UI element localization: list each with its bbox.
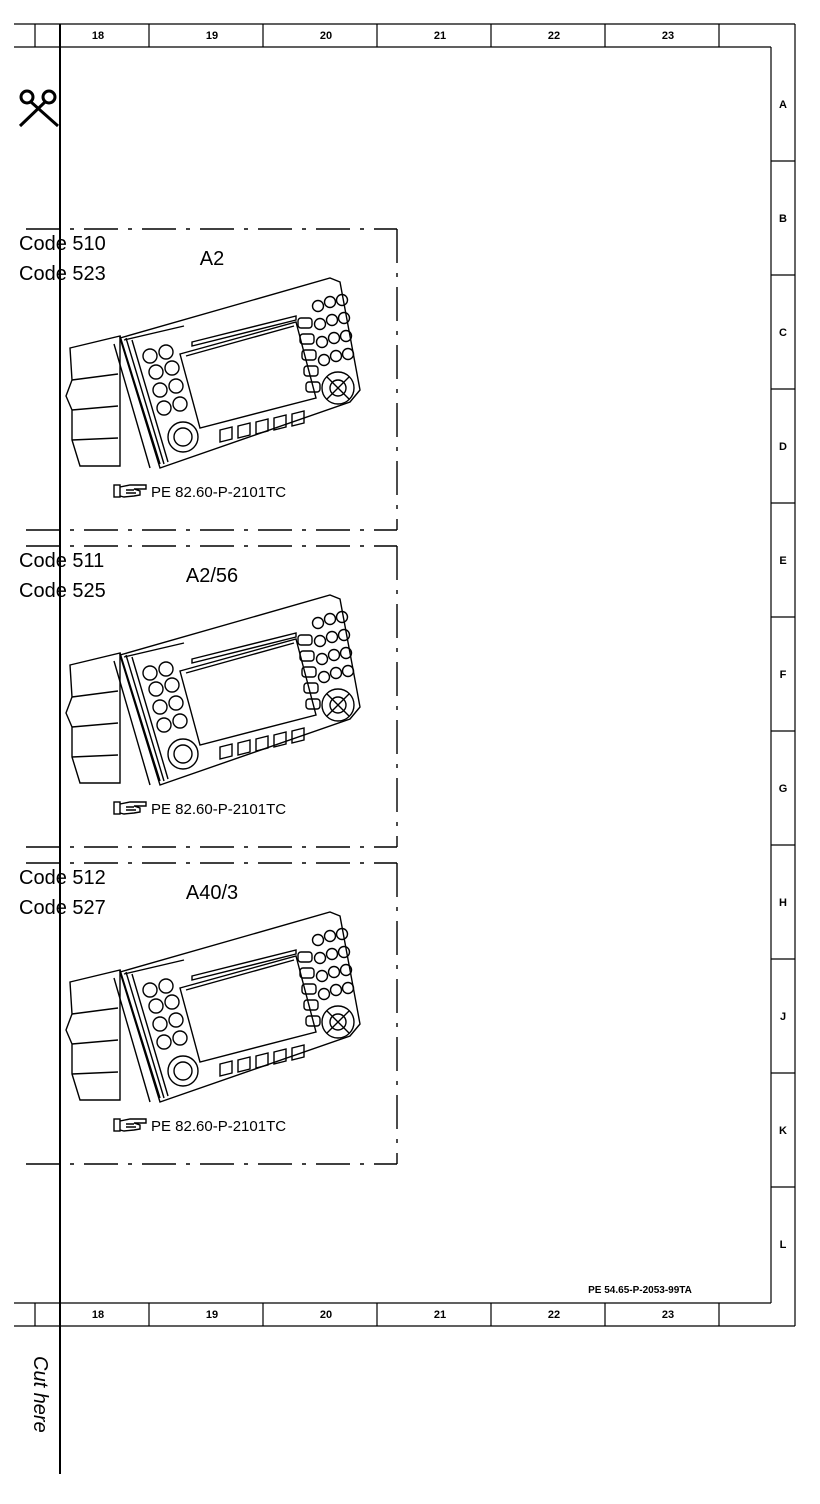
row-label: E (779, 555, 786, 567)
column-label-top: 18 (92, 30, 104, 42)
column-label-top: 19 (206, 30, 218, 42)
column-label-top: 22 (548, 30, 560, 42)
code-label: Code 523 (19, 263, 106, 285)
row-label: D (779, 441, 787, 453)
component-label: A2/56 (186, 565, 238, 587)
column-label-bottom: 18 (92, 1309, 104, 1321)
sheet-frame (14, 23, 796, 1327)
reference-link[interactable]: PE 82.60-P-2101TC (151, 484, 286, 501)
code-label: Code 525 (19, 580, 106, 602)
cut-here-label: Cut here (29, 1356, 51, 1433)
code-label: Code 510 (19, 233, 106, 255)
radio-unit-illustration (65, 277, 361, 469)
document-id: PE 54.65-P-2053-99TA (588, 1285, 692, 1296)
pointing-hand-icon (113, 484, 147, 498)
row-label: J (780, 1011, 786, 1023)
row-label: A (779, 99, 787, 111)
column-label-top: 21 (434, 30, 446, 42)
column-label-bottom: 22 (548, 1309, 560, 1321)
column-label-bottom: 23 (662, 1309, 674, 1321)
column-label-top: 23 (662, 30, 674, 42)
reference-link[interactable]: PE 82.60-P-2101TC (151, 1118, 286, 1135)
row-label: H (779, 897, 787, 909)
row-label: K (779, 1125, 787, 1137)
radio-unit-illustration (65, 911, 361, 1103)
row-label: L (780, 1239, 787, 1251)
code-label: Code 527 (19, 897, 106, 919)
row-label: C (779, 327, 787, 339)
radio-unit-illustration (65, 594, 361, 786)
component-label: A40/3 (186, 882, 238, 904)
pointing-hand-icon (113, 801, 147, 815)
reference-link[interactable]: PE 82.60-P-2101TC (151, 801, 286, 818)
column-label-bottom: 20 (320, 1309, 332, 1321)
row-label: B (779, 213, 787, 225)
code-label: Code 511 (19, 550, 104, 572)
code-label: Code 512 (19, 867, 106, 889)
row-label: F (780, 669, 787, 681)
scissors-icon (18, 89, 59, 128)
row-label: G (779, 783, 788, 795)
pointing-hand-icon (113, 1118, 147, 1132)
column-label-bottom: 19 (206, 1309, 218, 1321)
column-label-bottom: 21 (434, 1309, 446, 1321)
component-label: A2 (200, 248, 224, 270)
column-label-top: 20 (320, 30, 332, 42)
